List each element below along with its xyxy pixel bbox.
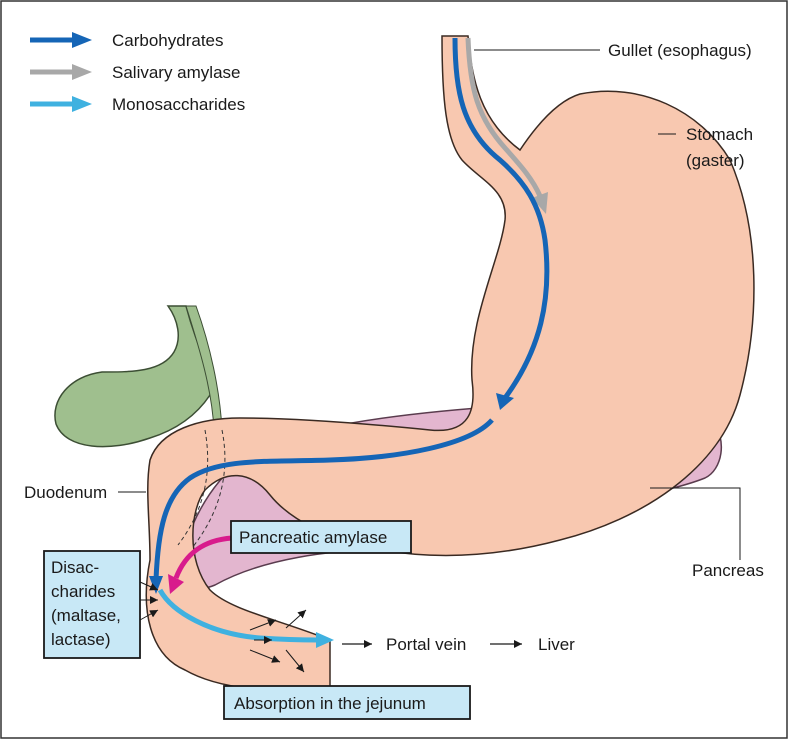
disaccharides-label-line1: Disac- (51, 558, 99, 577)
disaccharides-label-line2: charides (51, 582, 115, 601)
pancreatic-amylase-box: Pancreatic amylase (231, 521, 411, 553)
stomach-label-line2: (gaster) (686, 151, 745, 170)
disaccharides-box: Disac- charides (maltase, lactase) (44, 551, 140, 658)
absorption-label: Absorption in the jejunum (234, 694, 426, 713)
legend-label-salivary-amylase: Salivary amylase (112, 63, 241, 82)
portal-vein-label: Portal vein (386, 635, 466, 654)
stomach-label-line1: Stomach (686, 125, 753, 144)
legend-label-carbohydrates: Carbohydrates (112, 31, 224, 50)
absorption-box: Absorption in the jejunum (224, 686, 470, 719)
liver-label: Liver (538, 635, 575, 654)
legend-label-monosaccharides: Monosaccharides (112, 95, 245, 114)
gullet-label: Gullet (esophagus) (608, 41, 752, 60)
disaccharides-label-line3: (maltase, (51, 606, 121, 625)
disaccharides-label-line4: lactase) (51, 630, 111, 649)
pancreas-label: Pancreas (692, 561, 764, 580)
duodenum-label: Duodenum (24, 483, 107, 502)
pancreatic-amylase-label: Pancreatic amylase (239, 528, 387, 547)
